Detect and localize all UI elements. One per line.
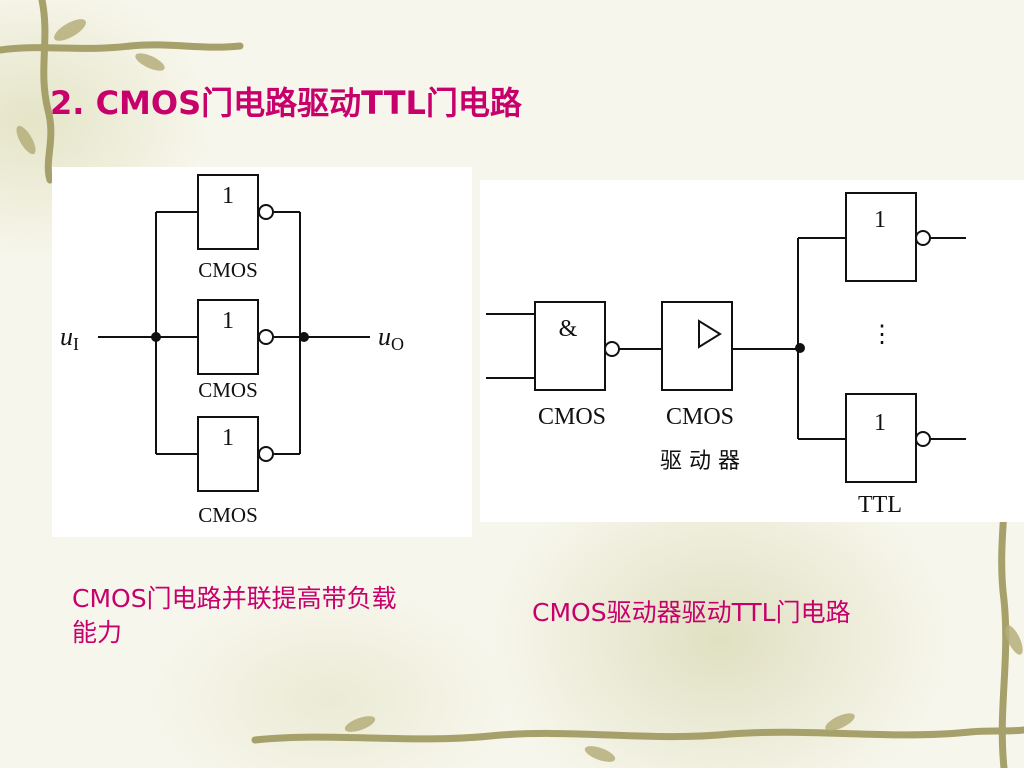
cmos-driver: CMOS 驱 动 器 bbox=[660, 301, 740, 474]
gate-label: CMOS bbox=[198, 503, 258, 527]
gate-symbol: 1 bbox=[222, 425, 234, 451]
driver-label: CMOS bbox=[666, 404, 734, 430]
inverter-gate: 1 CMOS bbox=[197, 299, 274, 402]
left-caption: CMOS门电路并联提高带负载能力 bbox=[72, 584, 397, 647]
cmos-and-gate: & CMOS bbox=[534, 301, 620, 430]
ttl-gate: 1 bbox=[845, 192, 931, 282]
output-junction bbox=[299, 332, 309, 342]
right-caption: CMOS驱动器驱动TTL门电路 bbox=[532, 598, 851, 627]
gate-symbol: 1 bbox=[222, 308, 234, 334]
and-gate-label: CMOS bbox=[538, 404, 606, 430]
gate-symbol: 1 bbox=[222, 183, 234, 209]
fanout-junction bbox=[795, 343, 805, 353]
gate-label: CMOS bbox=[198, 378, 258, 402]
gate-symbol: 1 bbox=[874, 410, 886, 436]
and-symbol: & bbox=[559, 316, 578, 342]
gate-label: CMOS bbox=[198, 258, 258, 282]
output-label: uO bbox=[378, 322, 404, 354]
input-junction bbox=[151, 332, 161, 342]
parallel-gates-diagram: 1 CMOS 1 CMOS 1 CMOS uI uO bbox=[52, 167, 472, 537]
ttl-gate: 1 bbox=[845, 393, 931, 483]
ellipsis: ⋮ bbox=[870, 322, 894, 348]
driver-sublabel: 驱 动 器 bbox=[660, 449, 740, 474]
ttl-label: TTL bbox=[858, 492, 902, 518]
inverter-gate: 1 CMOS bbox=[197, 416, 274, 527]
inverter-gate: 1 CMOS bbox=[197, 174, 274, 282]
cmos-driver-diagram: & CMOS CMOS 驱 动 器 1 ⋮ 1 TTL bbox=[480, 180, 1024, 522]
gate-symbol: 1 bbox=[874, 207, 886, 233]
slide-title: 2. CMOS门电路驱动TTL门电路 bbox=[50, 84, 522, 122]
wires bbox=[486, 237, 966, 440]
buffer-triangle-icon bbox=[698, 319, 722, 349]
input-label: uI bbox=[60, 322, 79, 354]
